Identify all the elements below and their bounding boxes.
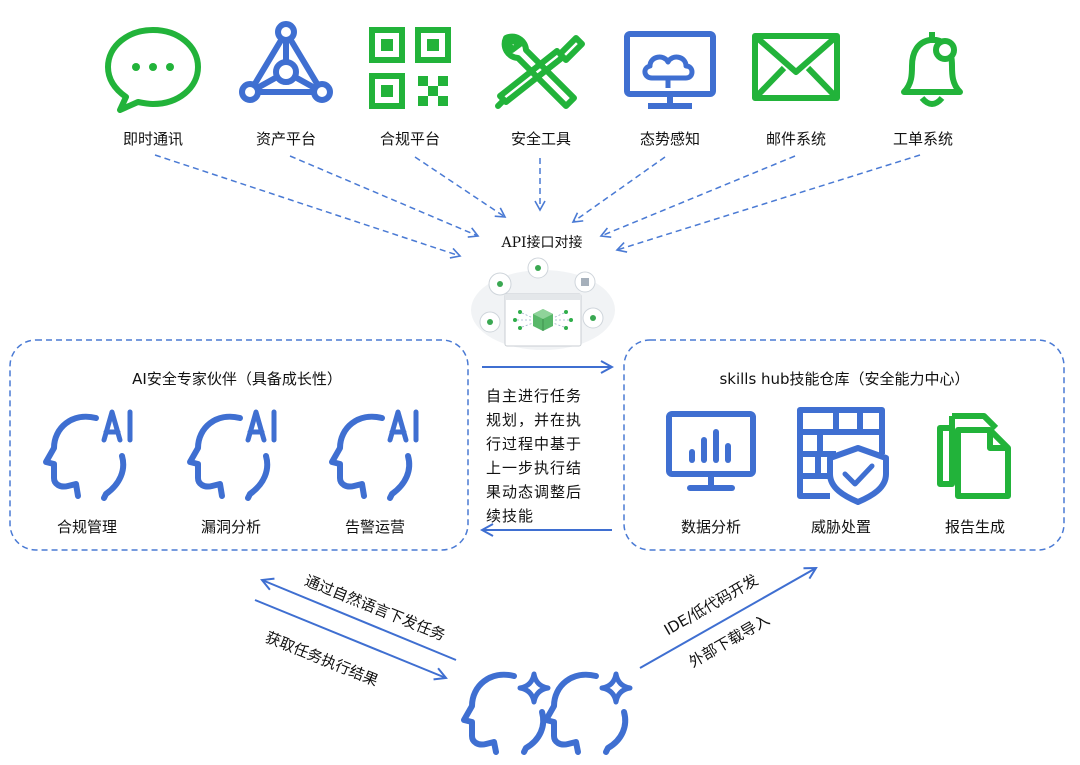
- api-dashed-arrows: [154, 154, 921, 259]
- ide-arrow: [639, 568, 816, 669]
- ai-role-label: 合规管理: [56, 518, 117, 536]
- source-label: 即时通讯: [122, 130, 183, 148]
- ai-head-icon: [43, 409, 133, 501]
- asset-network-icon: [239, 21, 333, 103]
- shield-firewall-icon: [797, 407, 889, 505]
- source-label: 资产平台: [255, 130, 316, 148]
- api-hub-illustration: [471, 257, 615, 350]
- human-head-icon: [543, 671, 633, 755]
- skills-hub-panel: [623, 339, 1065, 551]
- skill-label: 威胁处置: [810, 518, 871, 536]
- qr-code-icon: [369, 27, 451, 109]
- cloud-monitor-icon: [624, 31, 716, 109]
- task-planning-text: 自主进行任务规划，并在执行过程中基于上一步执行结果动态调整后续技能: [486, 387, 583, 525]
- human-head-icon: [461, 671, 551, 755]
- ai-head-icon: [329, 409, 419, 501]
- chat-bubble-icon: [105, 27, 201, 113]
- bell-icon: [901, 32, 963, 107]
- skill-label: 报告生成: [944, 518, 1005, 536]
- ai-partner-title: AI安全专家伙伴（具备成长性）: [132, 370, 342, 388]
- api-title: API接口对接: [501, 235, 583, 251]
- dispatch-arrow: [262, 580, 457, 661]
- source-label: 态势感知: [639, 130, 700, 148]
- results-arrow: [254, 599, 446, 678]
- source-label: 安全工具: [510, 130, 571, 148]
- skill-label: 数据分析: [680, 518, 741, 536]
- ai-partner-panel: [9, 339, 469, 551]
- source-label: 合规平台: [379, 130, 440, 148]
- skills-hub-title: skills hub技能仓库（安全能力中心）: [719, 370, 970, 388]
- data-monitor-icon: [666, 411, 756, 491]
- documents-icon: [937, 413, 1011, 499]
- tools-icon: [495, 33, 585, 109]
- source-label: 邮件系统: [765, 130, 826, 148]
- source-label: 工单系统: [892, 130, 953, 148]
- envelope-icon: [752, 33, 840, 101]
- ai-role-label: 漏洞分析: [200, 518, 261, 536]
- ai-head-icon: [187, 409, 277, 501]
- ai-role-label: 告警运营: [344, 518, 405, 536]
